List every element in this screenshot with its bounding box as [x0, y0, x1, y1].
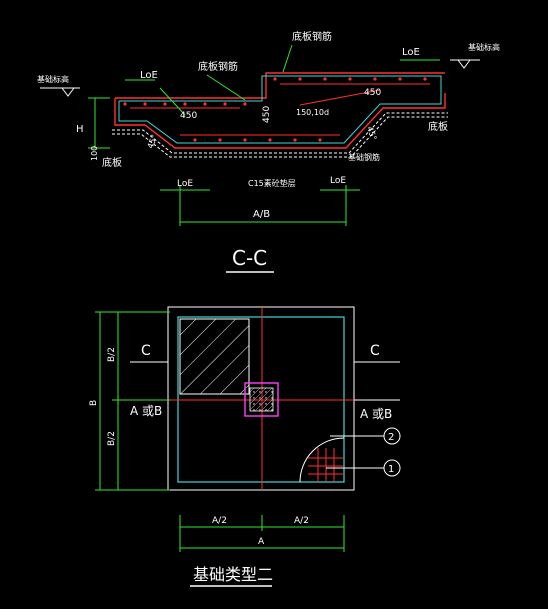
label-AB-right: A 或B: [360, 407, 392, 421]
section-title: C-C: [232, 246, 267, 270]
dim-100: 100: [90, 146, 99, 161]
bottom-rebar-label: 基础钢筋: [348, 152, 380, 162]
hatched-quadrant: [179, 318, 250, 395]
dim-H: H: [76, 124, 84, 135]
section-dimensions: [88, 44, 440, 226]
rebar-detail-arc: [299, 437, 345, 483]
left-rebar-label: 底板钢筋: [198, 60, 238, 73]
callout-1: 1: [388, 464, 394, 475]
dim-450-step: 450: [262, 106, 272, 123]
label-C-left: C: [141, 343, 151, 359]
column: [244, 382, 279, 417]
callout-1-circle: [383, 459, 401, 477]
anchor-left-label: LoE: [140, 70, 158, 81]
dim-B-half-bottom: B/2: [107, 431, 117, 446]
bedding-layer: [112, 112, 448, 158]
slab-right-label: 底板: [428, 120, 448, 133]
callout-2: 2: [388, 432, 394, 443]
label-AB-left: A 或B: [130, 404, 162, 418]
section-cc: 基础标高 基础标高 底板钢筋 底板钢筋 基础钢筋 底板 底板 LoE LoE L…: [37, 30, 500, 226]
column-concrete: [249, 387, 274, 412]
rebar-detail-grid: [308, 448, 344, 482]
dim-A-half-right: A/2: [294, 516, 309, 526]
rebar-dots: [123, 77, 427, 142]
rebar-lines: [130, 83, 430, 136]
label-C-right: C: [370, 343, 380, 359]
anchor-right-top-label: LoE: [402, 47, 420, 58]
plan-outer-boundary: [167, 306, 355, 491]
slab-left-label: 底板: [102, 156, 122, 169]
dim-AB: A/B: [253, 209, 270, 220]
right-level-label: 基础标高: [468, 42, 500, 52]
anchor-bottom-right-label: LoE: [330, 176, 346, 186]
bedding-label: C15素砼垫层: [248, 178, 296, 188]
level-symbol-left: [40, 87, 80, 97]
footing-outline: [114, 72, 446, 149]
callout-2-circle: [383, 427, 401, 445]
top-rebar-label: 底板钢筋: [292, 30, 332, 43]
plan-view: 2 1 C C A 或B A 或B B/2 B/2 B A/2: [89, 306, 401, 552]
dim-A: A: [258, 537, 265, 547]
dim-B-half-top: B/2: [107, 347, 117, 362]
rebar-outline: [118, 75, 442, 144]
level-symbol-right: [450, 59, 480, 69]
dim-150-10d: 150,10d: [296, 108, 329, 117]
angle-left: 45°: [146, 133, 159, 149]
plan-dimensions: [95, 311, 345, 552]
dim-B: B: [89, 400, 99, 406]
left-level-label: 基础标高: [37, 74, 69, 84]
dim-450-right: 450: [364, 88, 381, 98]
callout-leaders: [326, 435, 384, 469]
anchor-bottom-left-label: LoE: [177, 179, 193, 189]
drawing-title: 基础类型二: [193, 565, 273, 584]
dim-450-left: 450: [180, 111, 197, 121]
dim-A-half-left: A/2: [212, 516, 227, 526]
